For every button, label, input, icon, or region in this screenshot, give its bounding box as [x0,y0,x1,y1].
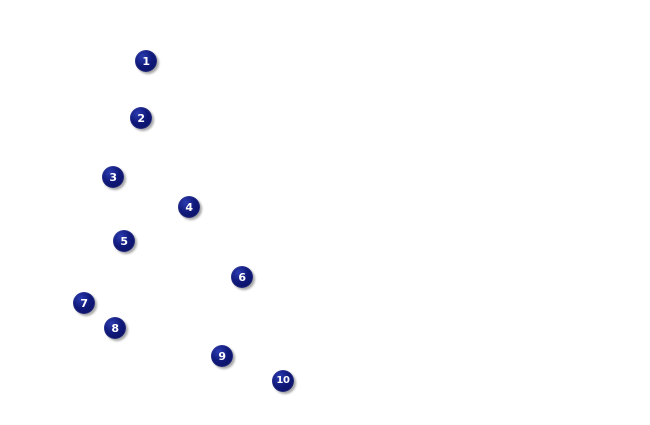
marker-label: 1 [142,54,150,68]
numbered-marker-1[interactable]: 1 [135,50,157,72]
marker-label: 2 [137,111,145,125]
numbered-marker-7[interactable]: 7 [73,292,95,314]
marker-label: 4 [185,200,193,214]
numbered-marker-10[interactable]: 10 [272,370,294,392]
numbered-marker-4[interactable]: 4 [178,196,200,218]
numbered-marker-2[interactable]: 2 [130,107,152,129]
numbered-marker-8[interactable]: 8 [104,317,126,339]
marker-label: 5 [120,234,128,248]
numbered-marker-9[interactable]: 9 [211,345,233,367]
marker-label: 6 [238,270,246,284]
marker-label: 3 [109,170,117,184]
marker-label: 7 [80,296,88,310]
numbered-marker-3[interactable]: 3 [102,166,124,188]
marker-label: 9 [218,349,226,363]
numbered-marker-5[interactable]: 5 [113,230,135,252]
marker-label: 10 [276,375,290,386]
numbered-marker-6[interactable]: 6 [231,266,253,288]
marker-label: 8 [111,321,119,335]
